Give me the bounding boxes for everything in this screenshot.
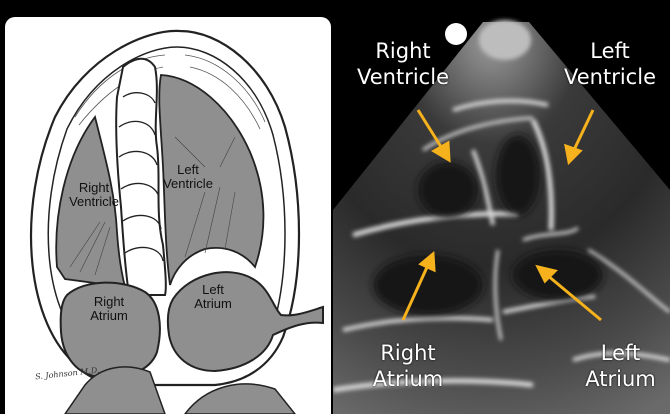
illus-label-left-atrium: Left Atrium [183, 283, 243, 310]
vein-lower-right [185, 384, 295, 414]
heart-illustration-panel: Right Ventricle Left Ventricle Right Atr… [5, 17, 331, 414]
illus-label-left-ventricle: Left Ventricle [155, 163, 221, 190]
us-label-right-atrium: Right Atrium [358, 340, 458, 393]
probe-near-field [479, 20, 531, 60]
us-label-left-ventricle: Left Ventricle [555, 38, 665, 91]
us-label-left-atrium: Left Atrium [573, 340, 668, 393]
illus-label-right-atrium: Right Atrium [79, 295, 139, 322]
ultrasound-panel: Right Ventricle Left Ventricle Right Atr… [333, 0, 670, 414]
us-label-right-ventricle: Right Ventricle [348, 38, 458, 91]
heart-illustration [5, 17, 331, 414]
illus-label-right-ventricle: Right Ventricle [61, 181, 127, 208]
